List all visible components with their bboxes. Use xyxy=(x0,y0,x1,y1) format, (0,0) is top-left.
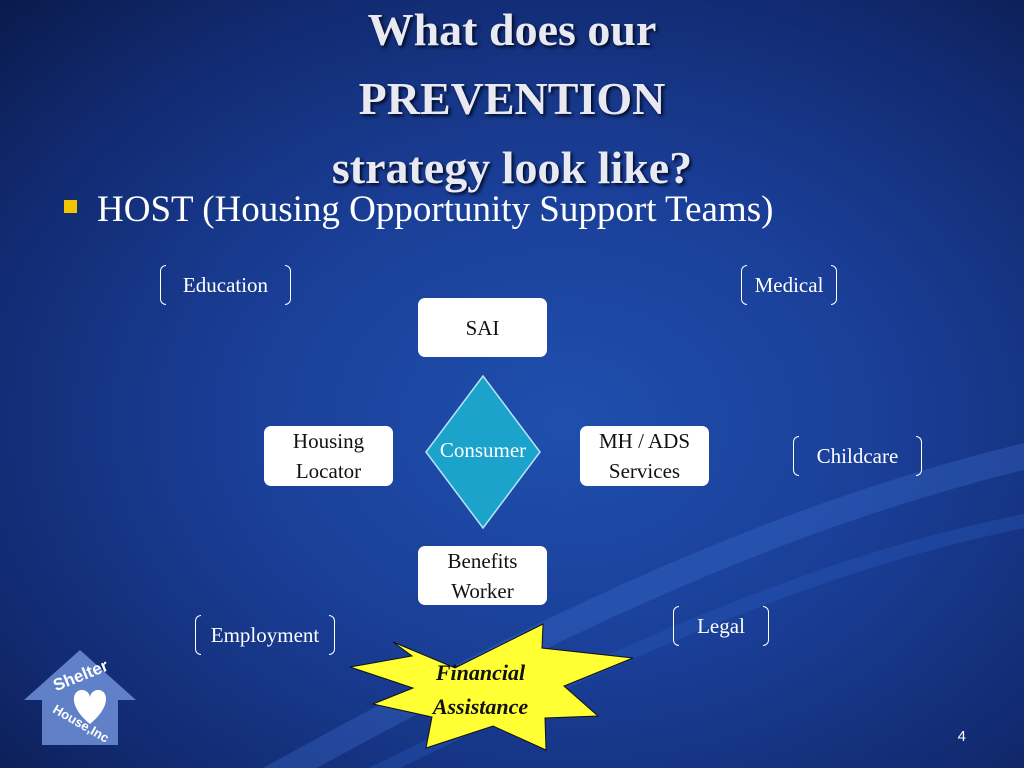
bullet-host: HOST (Housing Opportunity Support Teams) xyxy=(64,188,773,231)
bracket-legal: Legal xyxy=(673,606,769,646)
bracket-medical: Medical xyxy=(741,265,837,305)
financial-starburst xyxy=(349,623,634,751)
bullet-square-icon xyxy=(64,200,77,213)
bracket-education: Education xyxy=(160,265,291,305)
slide-title-line-1: What does our xyxy=(367,4,657,55)
bullet-text: HOST (Housing Opportunity Support Teams) xyxy=(97,189,774,230)
bracket-childcare: Childcare xyxy=(793,436,922,476)
consumer-label: Consumer xyxy=(439,438,527,462)
slide-title-line-3: strategy look like? xyxy=(331,142,693,193)
consumer-diamond xyxy=(425,374,541,530)
slide-title-line-2: PREVENTION xyxy=(358,73,666,124)
shelter-house-logo xyxy=(24,650,136,745)
box-sai: SAI xyxy=(418,298,547,357)
bracket-employment: Employment xyxy=(195,615,335,655)
financial-assistance-label: Financial Assistance xyxy=(432,660,529,719)
page-number: 4 xyxy=(957,728,966,745)
